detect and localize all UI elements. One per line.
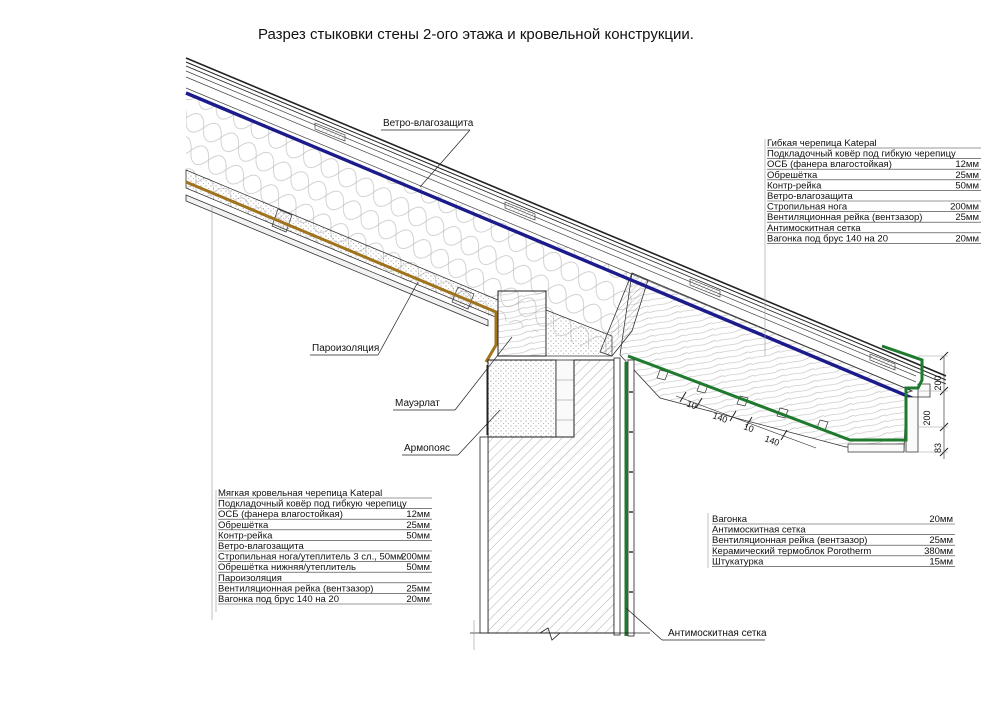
soffit-dimension-value: 140 <box>763 433 781 448</box>
spec-item-name: ОСБ (фанера влагостойкая) <box>767 159 892 170</box>
spec-item-name: Ветро-влагозащита <box>767 191 853 202</box>
wind-barrier-label: Ветро-влагозащита <box>383 118 474 129</box>
soffit-net-line <box>627 344 924 442</box>
vapor-barrier-label: Пароизоляция <box>312 343 379 354</box>
callout-vapor-barrier: Пароизоляция <box>310 281 419 356</box>
spec-item-name: Вагонка под брус 140 на 20 <box>767 233 888 244</box>
callout-mosquito-net: Антимоскитная сетка <box>625 607 767 641</box>
spec-item-name: Мягкая кровельная черепица Katepal <box>218 488 382 499</box>
roof-insulation <box>186 93 632 356</box>
mosquito-net-label: Антимоскитная сетка <box>668 628 767 639</box>
drawing-title: Разрез стыковки стены 2-ого этажа и кров… <box>258 26 694 43</box>
soffit-dimension-value: 140 <box>711 410 729 425</box>
spec-item-value: 25мм <box>955 170 979 181</box>
soffit-dimensions: 10 140 10 140 <box>685 398 781 448</box>
spec-item-name: Керамический термоблок Porotherm <box>712 546 871 557</box>
callout-mauerlat: Мауэрлат <box>393 336 513 411</box>
soffit-dimension-line <box>675 391 817 449</box>
callout-armopoyas: Армопояс <box>402 409 501 456</box>
spec-item-name: ОСБ (фанера влагостойкая) <box>218 509 343 520</box>
spec-item-value: 200мм <box>401 552 430 563</box>
spec-item-name: Антимоскитная сетка <box>767 223 861 234</box>
callout-wind-barrier: Ветро-влагозащита <box>381 118 474 188</box>
spec-item-name: Вентиляционная рейка (вентзазор) <box>712 535 867 546</box>
spec-item-name: Антимоскитная сетка <box>712 525 806 536</box>
spec-item-value: 20мм <box>406 594 430 605</box>
spec-item-value: 25мм <box>929 535 953 546</box>
soffit-dimension-value: 10 <box>742 421 755 434</box>
fascia-dimension-value: 200 <box>922 410 932 425</box>
spec-item-name: Стропильная нога <box>767 202 848 213</box>
spec-item-value: 20мм <box>929 514 953 525</box>
fascia-dimension-value: 200 <box>933 375 943 390</box>
spec-item-value: 12мм <box>406 509 430 520</box>
spec-item-name: Подкладочный ковёр под гибкую черепицу <box>767 149 956 160</box>
spec-item-name: Вентиляционная рейка (вентзазор) <box>767 212 922 223</box>
spec-item-name: Обрешётка <box>218 520 269 531</box>
spec-item-value: 12мм <box>955 159 979 170</box>
spec-item-name: Вагонка под брус 140 на 20 <box>218 594 339 605</box>
fascia-dimensions: 200 200 83 <box>922 375 943 453</box>
spec-item-value: 25мм <box>955 212 979 223</box>
spec-item-name: Подкладочный ковёр под гибкую черепицу <box>218 499 407 510</box>
soffit-dimension-value: 10 <box>685 398 698 411</box>
wall-group <box>470 357 650 641</box>
spec-item-value: 380мм <box>924 546 953 557</box>
vapor-barrier-line <box>185 180 498 363</box>
spec-item-name: Обрешётка <box>767 170 818 181</box>
spec-item-name: Пароизоляция <box>218 573 282 584</box>
roof-assembly <box>185 57 947 453</box>
mauerlat-label: Мауэрлат <box>395 398 440 409</box>
spec-item-value: 200мм <box>950 202 979 213</box>
armopoyas-block <box>487 359 557 438</box>
spec-item-name: Контр-рейка <box>218 530 273 541</box>
fascia-dimension-line <box>918 351 949 459</box>
spec-item-name: Вагонка <box>712 514 748 525</box>
spec-item-value: 20мм <box>955 233 979 244</box>
spec-item-name: Стропильная нога/утеплитель 3 сл., 50мм <box>218 552 403 563</box>
fascia-dimension-value: 83 <box>933 443 943 453</box>
roof-lining <box>185 194 489 327</box>
spec-item-value: 50мм <box>406 530 430 541</box>
spec-item-value: 15мм <box>929 556 953 567</box>
spec-item-name: Штукатурка <box>712 556 764 567</box>
spec-item-value: 25мм <box>406 520 430 531</box>
spec-item-name: Вентиляционная рейка (вентзазор) <box>218 583 373 594</box>
spec-item-name: Ветро-влагозащита <box>218 541 304 552</box>
armopoyas-label: Армопояс <box>404 443 450 454</box>
spec-item-name: Гибкая черепица Katepal <box>767 138 877 149</box>
spec-item-name: Контр-рейка <box>767 180 822 191</box>
spec-item-name: Обрешётка нижняя/утеплитель <box>218 562 356 573</box>
spec-item-value: 50мм <box>955 180 979 191</box>
spec-item-value: 25мм <box>406 583 430 594</box>
spec-item-value: 50мм <box>406 562 430 573</box>
spec-table-left: Мягкая кровельная черепица KatepalПодкла… <box>218 488 432 605</box>
